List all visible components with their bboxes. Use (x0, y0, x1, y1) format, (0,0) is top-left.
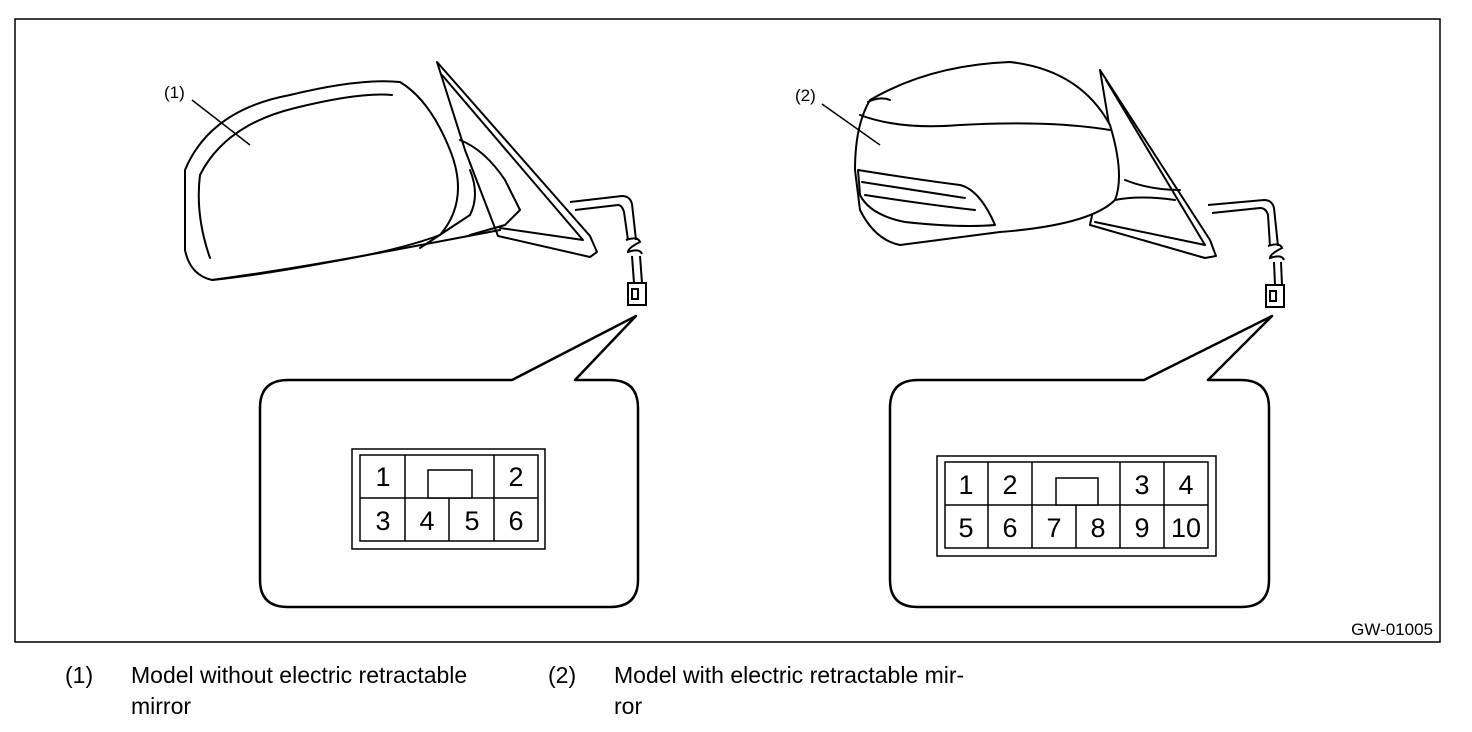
mirror-diagram: (1) (2) 1 2 3 4 5 6 1 2 3 4 5 6 7 8 9 10… (14, 18, 1441, 643)
callout-bubble-left (258, 314, 640, 609)
pin-label: 5 (464, 506, 479, 536)
legend-number: (2) (548, 662, 577, 688)
mirror-left (184, 61, 598, 281)
pin-label: 4 (419, 506, 434, 536)
pin-label: 10 (1171, 513, 1201, 543)
pin-label: 6 (508, 506, 523, 536)
legend-text-line: mirror (131, 693, 192, 719)
cable-left (569, 194, 647, 306)
pin-label: 2 (508, 462, 523, 492)
connector-left (351, 448, 546, 550)
pin-label: 2 (1002, 470, 1017, 500)
leader-line-left (191, 99, 251, 146)
callout-label-left: (1) (164, 83, 185, 102)
legend-number: (1) (65, 662, 94, 688)
cable-right (1207, 198, 1285, 308)
pin-label: 3 (375, 506, 390, 536)
pin-label: 5 (958, 513, 973, 543)
pin-label: 6 (1002, 513, 1017, 543)
pin-label: 1 (958, 470, 973, 500)
callout-label-right: (2) (795, 86, 816, 105)
legend-text-line: Model with electric retractable mir- (614, 662, 965, 688)
pin-label: 4 (1178, 470, 1193, 500)
figure-frame (14, 18, 1441, 643)
pin-label: 8 (1090, 513, 1105, 543)
pin-label: 3 (1134, 470, 1149, 500)
legend-text-line: Model without electric retractable (131, 662, 468, 688)
connector-right (936, 455, 1217, 557)
pin-label: 1 (375, 462, 390, 492)
leader-line-right (821, 103, 881, 146)
pin-label: 7 (1046, 513, 1061, 543)
legend-text-line: ror (614, 693, 643, 719)
mirror-right (854, 61, 1217, 259)
pin-label: 9 (1134, 513, 1149, 543)
figure-code: GW-01005 (1351, 620, 1433, 639)
